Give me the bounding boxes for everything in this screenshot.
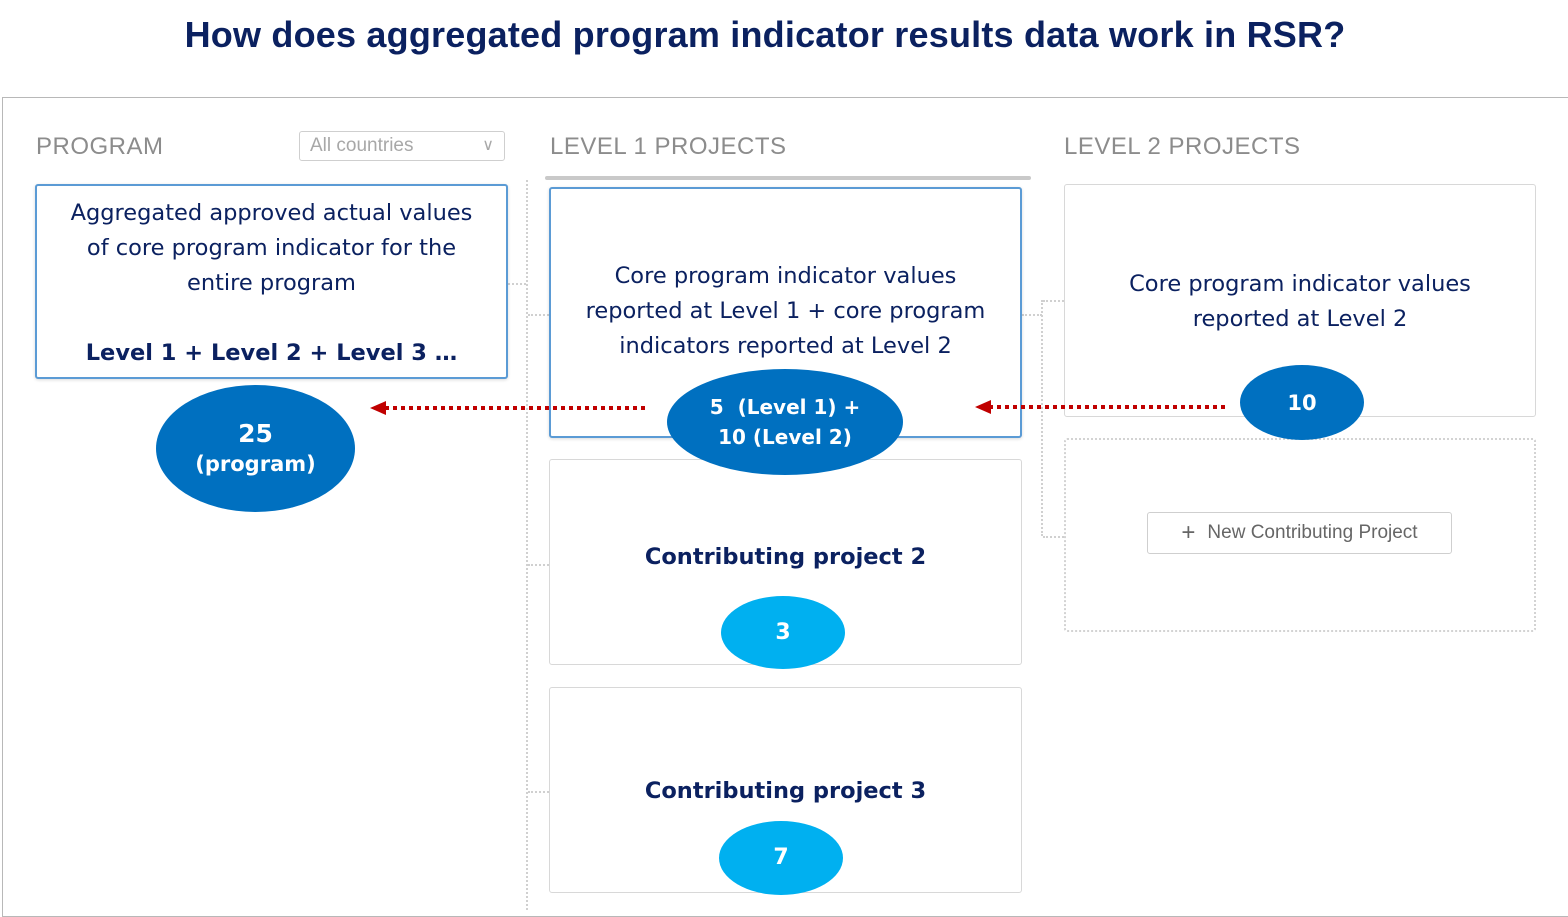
connector-line: [1041, 300, 1043, 536]
active-column-indicator: [545, 176, 1031, 180]
connector-line: [528, 314, 549, 316]
level2-total-bubble: 10: [1240, 365, 1364, 440]
program-total-value: 25: [238, 418, 273, 448]
connector-line: [528, 564, 549, 566]
level1-total-line: 5 (Level 1) +: [709, 395, 861, 419]
contributing-project-2-label: Contributing project 2: [644, 544, 927, 570]
program-card[interactable]: Aggregated approved actual values of cor…: [35, 184, 508, 379]
connector-line: [1043, 536, 1064, 538]
level1-total-bubble: 5 (Level 1) + 10 (Level 2): [667, 369, 903, 475]
chevron-down-icon: ∨: [482, 137, 494, 154]
country-select[interactable]: All countries ∨: [299, 131, 505, 161]
level1-card-line: indicators reported at Level 2: [619, 333, 952, 359]
connector-line: [528, 791, 549, 793]
level1-card-line: Core program indicator values: [614, 263, 957, 289]
program-card-line: Aggregated approved actual values: [70, 200, 473, 226]
program-card-line: of core program indicator for the: [86, 235, 457, 261]
connector-line: [1022, 314, 1042, 316]
plus-icon: +: [1181, 519, 1196, 546]
program-total-sub: (program): [195, 451, 316, 476]
level1-card-line: reported at Level 1 + core program: [585, 298, 986, 324]
contributing-project-2-value: 3: [775, 619, 791, 645]
connector-line: [508, 283, 526, 285]
column-header-level2: LEVEL 2 PROJECTS: [1064, 133, 1301, 160]
divider-line: [526, 180, 528, 910]
program-total-bubble: 25 (program): [156, 385, 355, 512]
column-header-program: PROGRAM: [36, 133, 164, 160]
program-card-line: entire program: [187, 270, 356, 296]
contributing-project-3-card[interactable]: Contributing project 3: [549, 687, 1022, 893]
new-contributing-project-label: New Contributing Project: [1207, 522, 1418, 543]
page-title: How does aggregated program indicator re…: [184, 14, 1346, 55]
arrow-level1-to-program: [370, 401, 645, 415]
new-contributing-project-button[interactable]: + New Contributing Project: [1147, 512, 1452, 554]
country-select-value: All countries: [310, 135, 414, 156]
contributing-project-2-value-bubble: 3: [721, 596, 845, 669]
program-card-formula: Level 1 + Level 2 + Level 3 …: [85, 340, 458, 366]
contributing-project-3-label: Contributing project 3: [644, 778, 927, 804]
arrow-level2-to-level1: [975, 400, 1225, 414]
level2-card-line: Core program indicator values: [1129, 271, 1471, 297]
contributing-project-3-value: 7: [773, 845, 789, 870]
level2-total-value: 10: [1287, 390, 1317, 415]
contributing-project-3-value-bubble: 7: [719, 821, 843, 895]
column-header-level1: LEVEL 1 PROJECTS: [550, 133, 787, 160]
level2-card-line: reported at Level 2: [1192, 306, 1408, 332]
level1-total-line: 10 (Level 2): [718, 425, 852, 449]
connector-line: [1043, 300, 1064, 302]
